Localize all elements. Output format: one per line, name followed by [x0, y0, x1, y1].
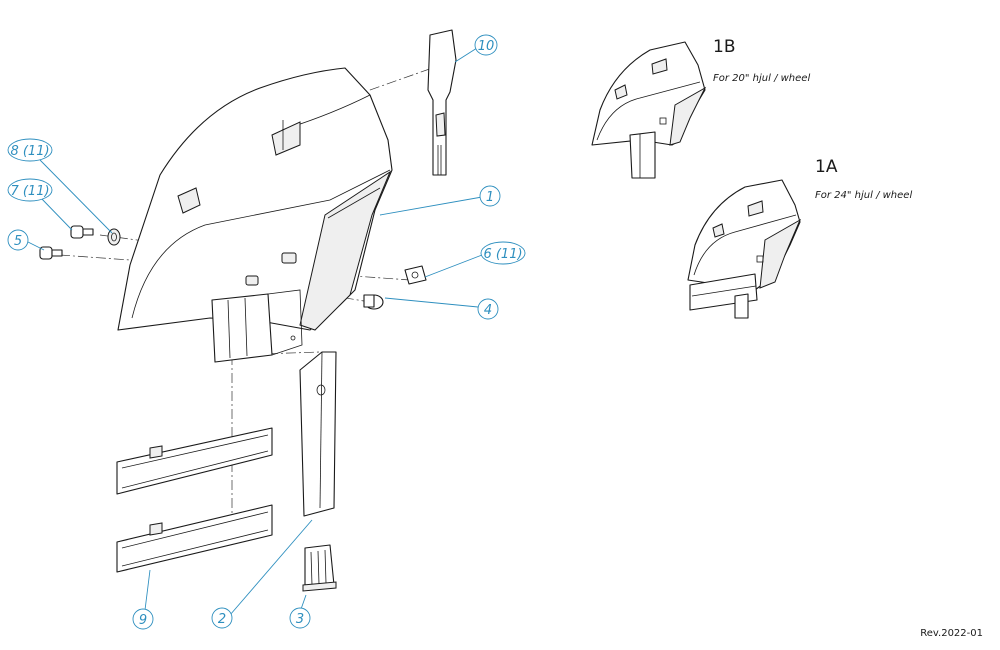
callout-9: 9	[132, 608, 154, 630]
callout-4: 4	[477, 298, 499, 320]
callout-1: 1	[479, 185, 501, 207]
side-guard-part-1	[117, 67, 393, 363]
nut-part-6	[404, 265, 427, 285]
variant-1b-note: For 20" hjul / wheel	[713, 73, 810, 84]
revision-label: Rev.2022-01	[920, 628, 983, 639]
callout-8: 8 (11)	[7, 138, 53, 162]
extension-plate-upper	[116, 427, 273, 495]
screw-part-7	[70, 225, 94, 239]
callout-leaders	[27, 47, 483, 616]
cap-part-4	[363, 294, 384, 310]
variant-1b-drawing	[591, 41, 707, 179]
variant-1a-note: For 24" hjul / wheel	[815, 190, 912, 201]
extension-plate-lower	[116, 504, 273, 573]
variant-1b-code: 1B	[713, 37, 735, 57]
callout-7-label: 7 (11)	[10, 184, 49, 199]
callout-2: 2	[211, 607, 233, 629]
end-clip-part-3	[302, 544, 337, 592]
callout-5: 5	[7, 229, 29, 251]
callout-8-label: 8 (11)	[10, 144, 49, 159]
callout-5-label: 5	[14, 234, 22, 249]
callout-2-label: 2	[218, 612, 226, 627]
variant-1a-code: 1A	[815, 157, 838, 177]
callout-3-label: 3	[296, 612, 304, 627]
callout-10: 10	[474, 34, 498, 56]
callout-9-label: 9	[139, 613, 147, 628]
callout-6-label: 6 (11)	[483, 247, 522, 262]
support-bar-part-2	[299, 351, 337, 517]
screw-part-5	[39, 246, 63, 260]
callout-3: 3	[289, 607, 311, 629]
top-clip-part-10	[427, 29, 457, 176]
variant-1a-drawing	[687, 179, 802, 319]
washer-part-8	[107, 228, 121, 246]
callout-6: 6 (11)	[480, 241, 526, 265]
callout-10-label: 10	[478, 39, 495, 54]
callout-7: 7 (11)	[7, 178, 53, 202]
callout-4-label: 4	[484, 303, 492, 318]
callout-1-label: 1	[486, 190, 494, 205]
